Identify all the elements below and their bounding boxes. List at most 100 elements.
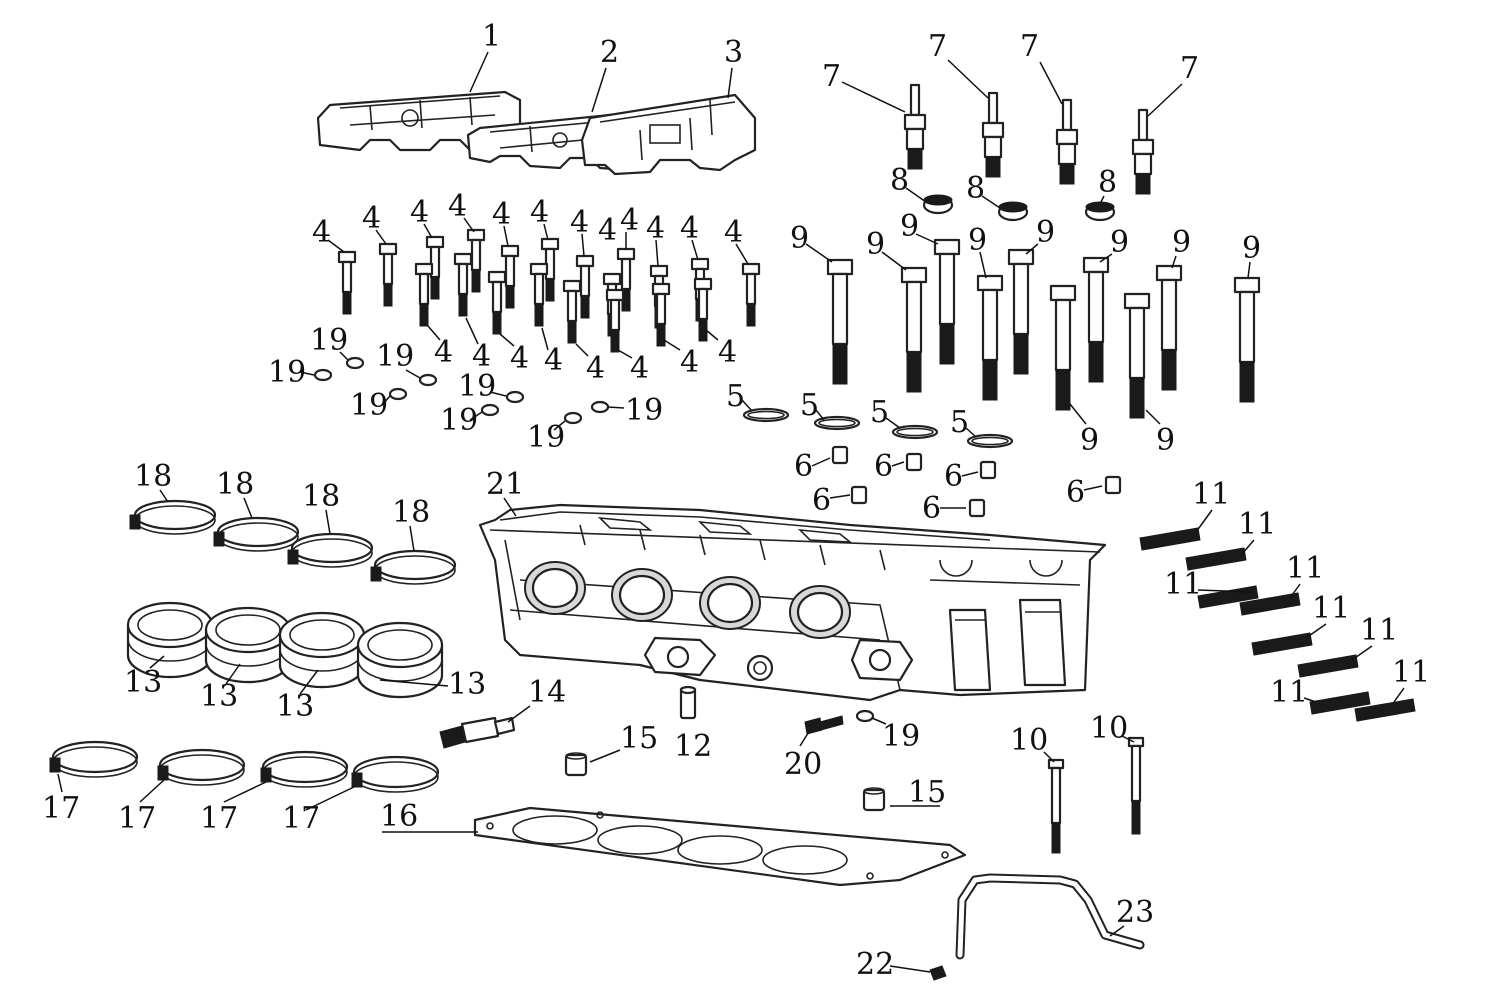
callout-3: 3 (724, 35, 743, 70)
callout-5: 5 (870, 395, 889, 430)
head-gasket-16 (473, 806, 967, 887)
callout-7: 7 (822, 59, 841, 94)
callout-17: 17 (118, 801, 156, 836)
callout-9: 9 (900, 209, 919, 244)
callout-6: 6 (944, 459, 963, 494)
callout-4: 4 (598, 213, 617, 248)
callout-9: 9 (1156, 423, 1175, 458)
callout-9: 9 (1110, 225, 1129, 260)
washer-19 (313, 356, 875, 723)
callout-18: 18 (134, 459, 172, 494)
callout-17: 17 (42, 791, 80, 826)
callout-4: 4 (530, 195, 549, 230)
clamp-17 (49, 740, 440, 793)
callout-4: 4 (718, 335, 737, 370)
callout-11: 11 (1238, 507, 1276, 542)
callout-6: 6 (1066, 475, 1085, 510)
sensor-14 (439, 716, 516, 749)
callout-4: 4 (312, 215, 331, 250)
callout-18: 18 (392, 495, 430, 530)
callout-15: 15 (620, 721, 658, 756)
callout-8: 8 (890, 163, 909, 198)
callout-18: 18 (216, 467, 254, 502)
callout-9: 9 (866, 227, 885, 262)
callout-2: 2 (600, 35, 619, 70)
callout-4: 4 (410, 195, 429, 230)
callout-19: 19 (310, 323, 348, 358)
pin-12 (679, 685, 697, 720)
callout-16: 16 (380, 799, 418, 834)
clip-22 (929, 965, 947, 981)
callout-13: 13 (448, 667, 486, 702)
callout-10: 10 (1010, 723, 1048, 758)
pipe-23 (955, 873, 1145, 960)
intake-insulator-13 (126, 601, 444, 699)
callout-4: 4 (510, 341, 529, 376)
callout-9: 9 (790, 221, 809, 256)
callout-11: 11 (1286, 551, 1324, 586)
callout-7: 7 (1180, 51, 1199, 86)
callout-6: 6 (922, 491, 941, 526)
callout-4: 4 (570, 205, 589, 240)
callout-15: 15 (908, 775, 946, 810)
callout-23: 23 (1116, 895, 1154, 930)
callout-22: 22 (856, 947, 894, 982)
callout-21: 21 (486, 467, 524, 502)
callout-19: 19 (440, 403, 478, 438)
callout-19: 19 (350, 388, 388, 423)
callout-9: 9 (1172, 225, 1191, 260)
callout-5: 5 (726, 379, 745, 414)
callout-19: 19 (458, 369, 496, 404)
callout-11: 11 (1312, 591, 1350, 626)
callout-19: 19 (882, 719, 920, 754)
callout-18: 18 (302, 479, 340, 514)
spark-plug-seal (922, 194, 1116, 222)
callout-10: 10 (1090, 711, 1128, 746)
bolt-4 (337, 228, 761, 353)
callout-11: 11 (1392, 655, 1430, 690)
callout-6: 6 (794, 449, 813, 484)
callout-9: 9 (1036, 215, 1055, 250)
callout-11: 11 (1270, 675, 1308, 710)
callout-4: 4 (448, 189, 467, 224)
callout-4: 4 (620, 203, 639, 238)
callout-11: 11 (1164, 567, 1202, 602)
callout-8: 8 (1098, 165, 1117, 200)
callout-1: 1 (482, 19, 501, 54)
callout-13: 13 (200, 679, 238, 714)
camshaft-holder-3 (580, 93, 757, 176)
callout-7: 7 (928, 29, 947, 64)
callout-4: 4 (472, 339, 491, 374)
callout-13: 13 (276, 689, 314, 724)
callout-4: 4 (680, 345, 699, 380)
spark-plug (903, 83, 1155, 195)
callout-17: 17 (200, 801, 238, 836)
callout-13: 13 (124, 665, 162, 700)
callout-9: 9 (1242, 231, 1261, 266)
callout-4: 4 (362, 201, 381, 236)
callout-12: 12 (674, 729, 712, 764)
callout-4: 4 (680, 211, 699, 246)
callout-14: 14 (528, 675, 566, 710)
callout-6: 6 (812, 483, 831, 518)
callout-9: 9 (968, 223, 987, 258)
callout-4: 4 (724, 215, 743, 250)
callout-4: 4 (434, 335, 453, 370)
callout-4: 4 (646, 211, 665, 246)
cap-15 (564, 752, 886, 812)
callout-5: 5 (950, 405, 969, 440)
cylinder-head-21 (478, 503, 1107, 702)
callout-20: 20 (784, 747, 822, 782)
callout-5: 5 (800, 388, 819, 423)
callout-7: 7 (1020, 29, 1039, 64)
callout-9: 9 (1080, 423, 1099, 458)
callout-8: 8 (966, 171, 985, 206)
callout-19: 19 (625, 393, 663, 428)
callout-6: 6 (874, 449, 893, 484)
clamp-18 (129, 499, 457, 585)
bolt-20 (804, 715, 844, 735)
callout-4: 4 (492, 197, 511, 232)
o-ring-5 (742, 407, 1014, 449)
callout-11: 11 (1360, 613, 1398, 648)
